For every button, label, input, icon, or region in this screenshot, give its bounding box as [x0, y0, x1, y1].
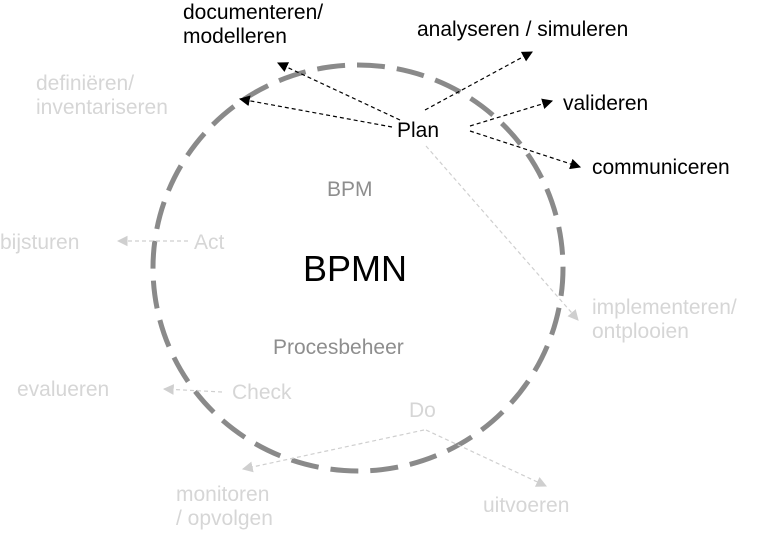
label-definieren: definiëren/ inventariseren: [36, 72, 168, 119]
arrow-check-evalueren: [162, 384, 223, 395]
label-implementeren-line1: implementeren/: [592, 296, 737, 319]
label-act: Act: [194, 231, 225, 254]
label-documenteren-line1: documenteren/: [183, 1, 324, 24]
center-title-bpmn: BPMN: [303, 248, 408, 289]
arrow-plan-communiceren: [469, 130, 582, 170]
label-valideren: valideren: [563, 92, 649, 115]
label-definieren-line1: definiëren/: [36, 72, 135, 95]
label-plan: Plan: [397, 119, 440, 142]
arrow-do-monitoren: [241, 429, 425, 473]
arrow-plan-implementeren: [425, 145, 579, 321]
arrow-do-uitvoeren: [425, 429, 547, 487]
label-check: Check: [232, 381, 292, 404]
label-definieren-line2: inventariseren: [36, 95, 168, 119]
label-communiceren: communiceren: [592, 156, 730, 179]
label-documenteren: documenteren/ modelleren: [183, 1, 323, 48]
label-monitoren-line1: monitoren: [176, 483, 270, 506]
arrow-plan-valideren: [469, 98, 554, 127]
center-subtitle-procesbeheer: Procesbeheer: [273, 336, 404, 359]
label-bijsturen: bijsturen: [0, 231, 80, 254]
label-uitvoeren: uitvoeren: [483, 494, 570, 517]
center-subtitle-bpm: BPM: [327, 178, 373, 201]
label-implementeren-line2: ontplooien: [592, 319, 689, 343]
cycle-circle: [150, 62, 566, 474]
label-evalueren: evalueren: [17, 378, 110, 401]
arrow-plan-documenteren: [277, 62, 401, 121]
label-documenteren-line2: modelleren: [183, 24, 287, 48]
label-analyseren: analyseren / simuleren: [417, 18, 629, 41]
label-monitoren: monitoren / opvolgen: [176, 483, 273, 530]
arrow-plan-definieren: [238, 95, 393, 128]
arrow-plan-analyseren: [424, 51, 533, 111]
label-implementeren: implementeren/ ontplooien: [592, 296, 737, 343]
label-monitoren-line2: / opvolgen: [176, 506, 273, 530]
label-do: Do: [409, 399, 436, 422]
